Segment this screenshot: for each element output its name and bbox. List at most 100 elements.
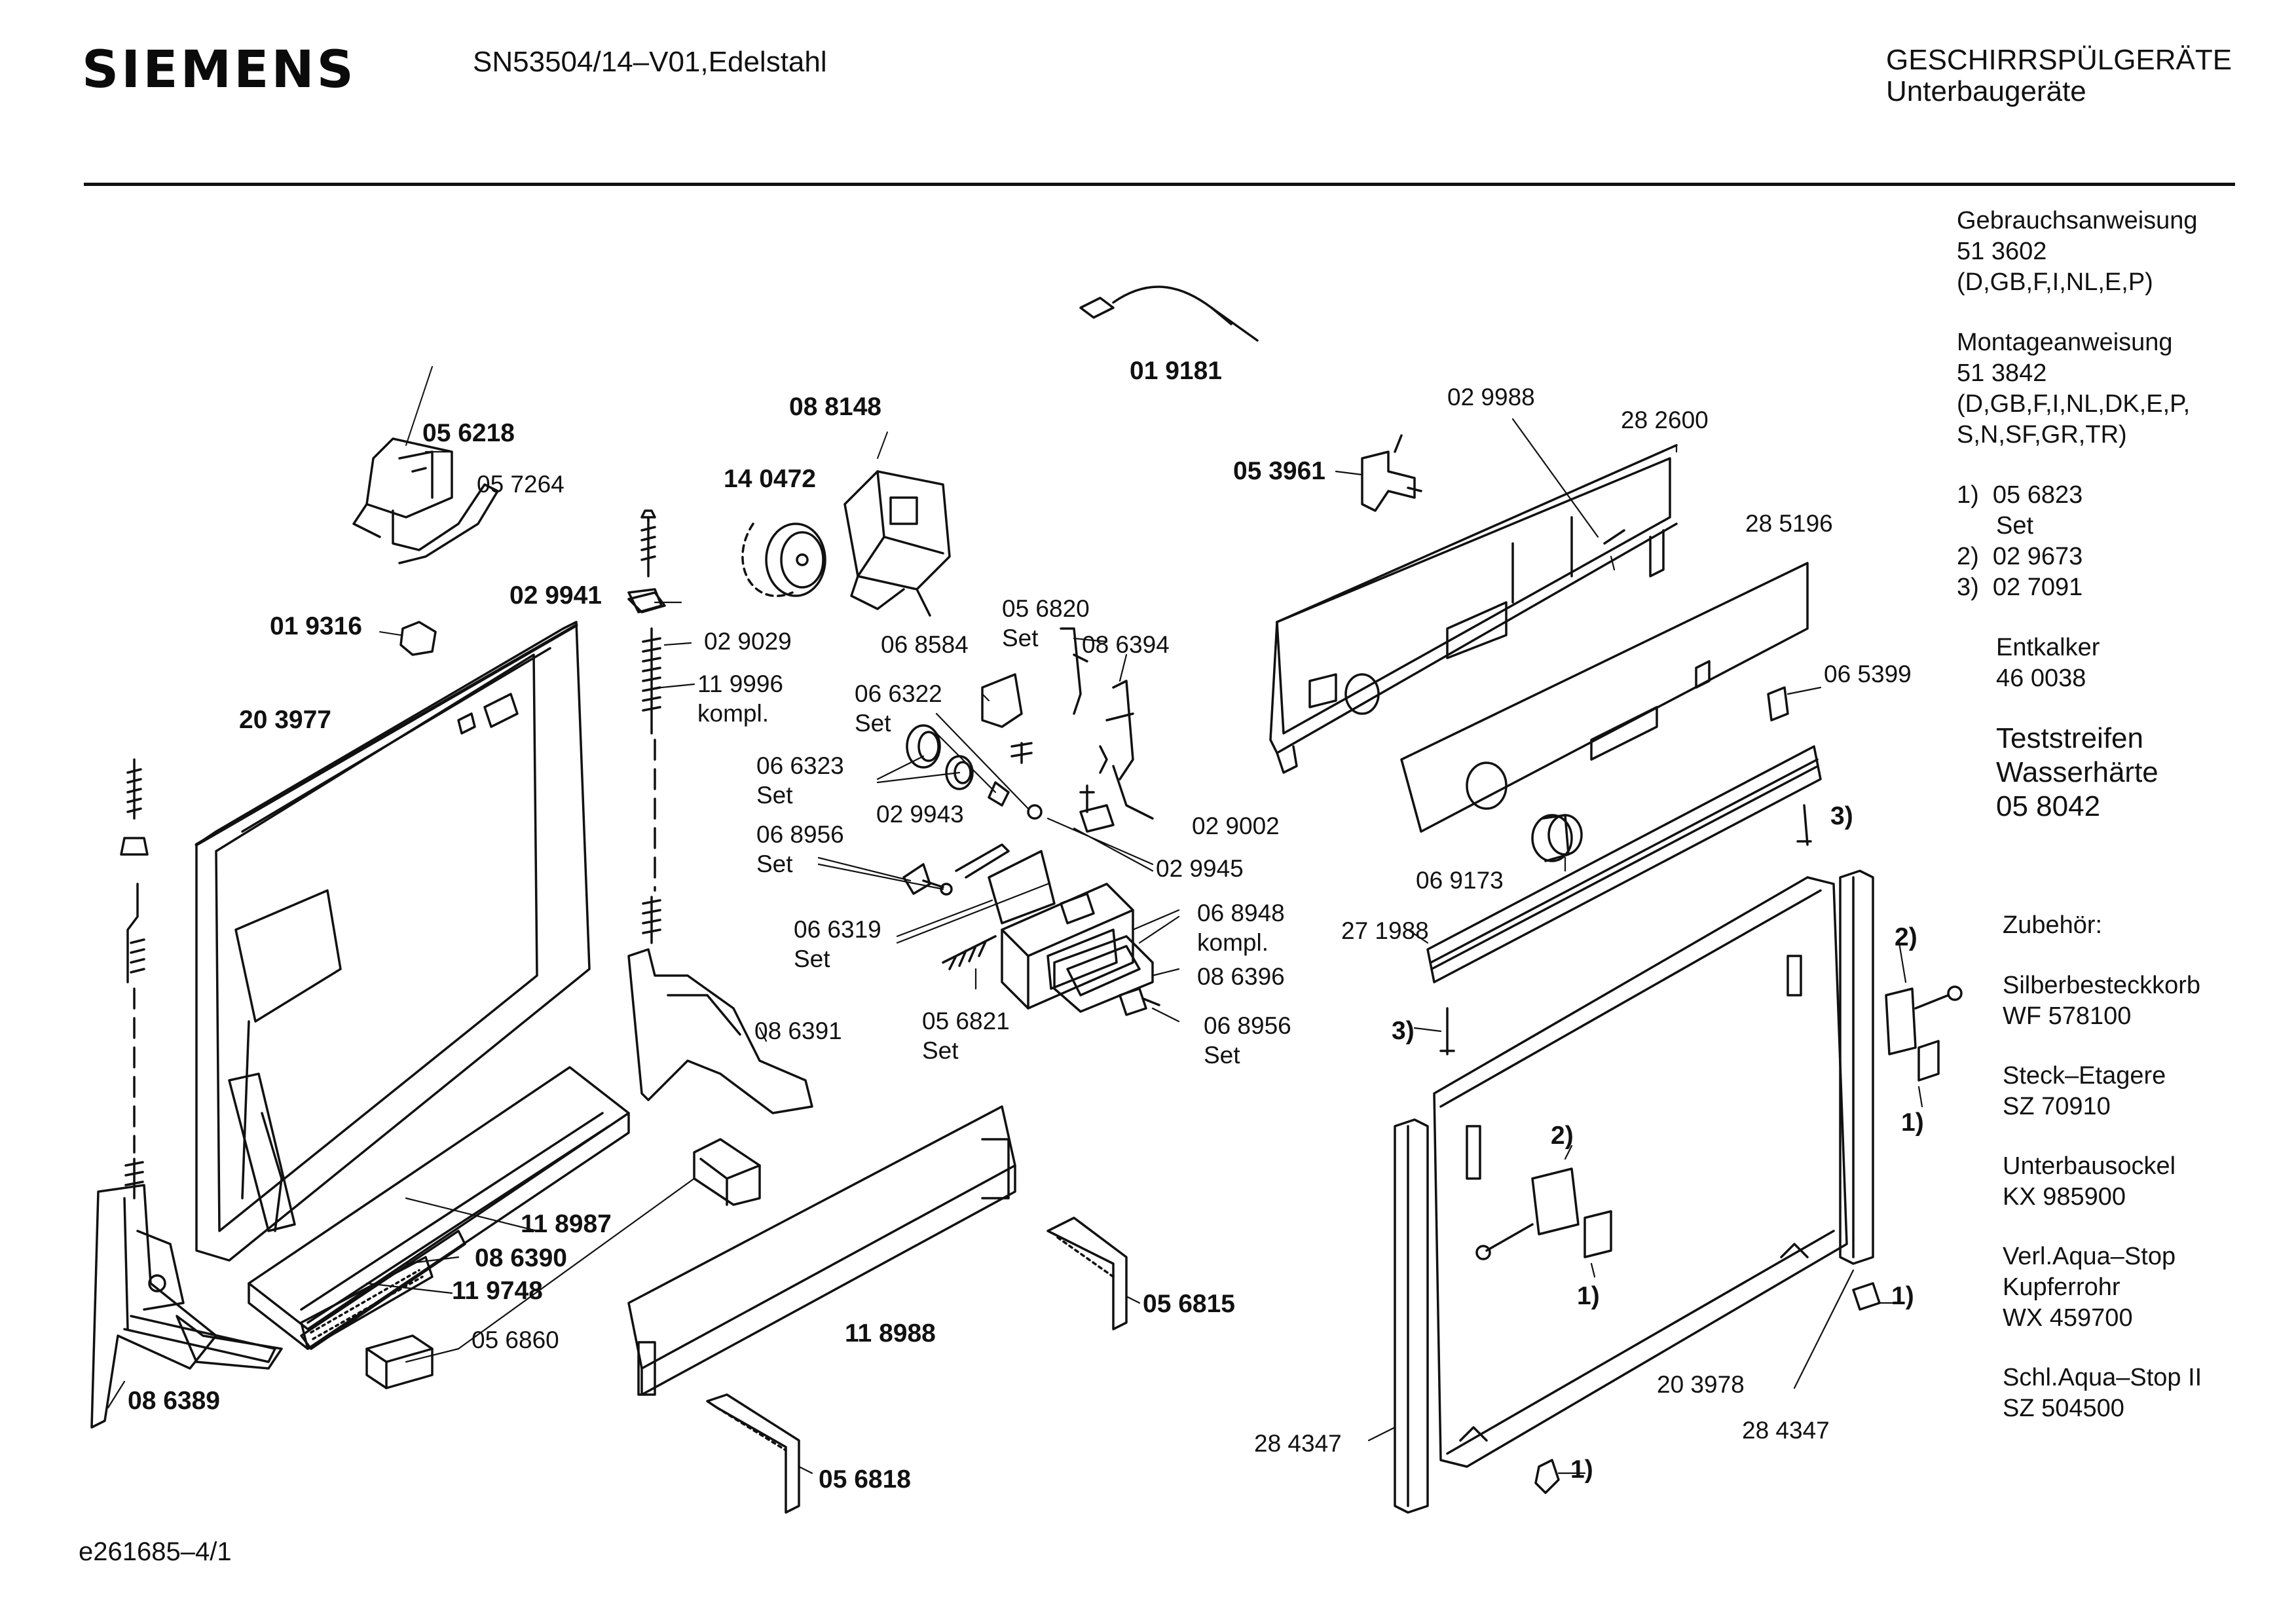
fascia-285196 — [1401, 563, 1807, 832]
knob-069173 — [1532, 815, 1582, 861]
teststreifen-line-3: 05 8042 — [1996, 790, 2101, 822]
gebrauch-number: 51 3602 — [1957, 238, 2047, 265]
accessory-5-code: SZ 504500 — [2003, 1395, 2124, 1422]
cable-019181 — [1081, 287, 1257, 340]
teststreifen-line-1: Teststreifen — [1996, 722, 2143, 754]
inner-door-part — [196, 622, 589, 1260]
accessory-3-code: KX 985900 — [2003, 1183, 2126, 1211]
part-label-203978: 20 3978 — [1657, 1371, 1745, 1398]
part-label-086394: 08 6394 — [1082, 631, 1170, 658]
montage-number: 51 3842 — [1957, 359, 2047, 387]
part-label-set-f: Set — [922, 1037, 959, 1064]
bracket-053961 — [1362, 435, 1421, 511]
part-label-068584: 06 8584 — [881, 631, 969, 658]
note-label-2a: 2) — [1895, 923, 1917, 951]
hinge-left-part — [92, 1185, 275, 1427]
note-label-1b: 1) — [1577, 1282, 1600, 1310]
note-label-3b: 3) — [1392, 1017, 1415, 1045]
note-2: 2) 02 9673 — [1957, 543, 2083, 570]
montage-langs-2: S,N,SF,GR,TR) — [1957, 421, 2127, 449]
part-label-066323: 06 6323 — [756, 752, 844, 779]
part-label-203977: 20 3977 — [239, 706, 331, 734]
part-label-086391: 08 6391 — [754, 1017, 842, 1044]
part-label-086390: 08 6390 — [475, 1244, 567, 1272]
part-label-set-c: Set — [756, 782, 793, 809]
part-label-set-g: Set — [1204, 1042, 1240, 1069]
bottom-rail-part — [249, 1067, 629, 1349]
part-label-057264: 05 7264 — [477, 471, 565, 498]
gebrauch-langs: (D,GB,F,I,NL,E,P) — [1957, 268, 2153, 296]
part-label-282600: 28 2600 — [1621, 407, 1709, 433]
entkalker-number: 46 0038 — [1996, 665, 2086, 692]
accessory-4-name-2: Kupferrohr — [2003, 1273, 2120, 1301]
part-label-119996: 11 9996 — [697, 670, 783, 697]
document-id: e261685–4/1 — [79, 1537, 232, 1566]
note-label-1c: 1) — [1891, 1282, 1914, 1310]
accessory-1-name: Silberbesteckkorb — [2003, 972, 2201, 999]
hinge-set-right — [1886, 987, 1961, 1080]
part-068956b — [1120, 989, 1159, 1015]
button-068956 — [904, 864, 952, 894]
note-label-1d: 1) — [1570, 1456, 1593, 1484]
part-label-set-d: Set — [756, 851, 793, 877]
accessory-2-code: SZ 70910 — [2003, 1093, 2111, 1120]
spring-left-part — [121, 760, 147, 1198]
part-label-118988: 11 8988 — [845, 1319, 936, 1347]
part-label-119748: 11 9748 — [452, 1277, 543, 1305]
note-label-2b: 2) — [1551, 1122, 1574, 1150]
timer-motor-part — [845, 432, 950, 615]
foot-block-part — [367, 1139, 760, 1388]
part-label-118987: 11 8987 — [521, 1210, 612, 1238]
control-panel-282600 — [1270, 445, 1676, 773]
note-3: 3) 02 7091 — [1957, 574, 2083, 601]
latch-part — [354, 367, 498, 563]
teststreifen-line-2: Wasserhärte — [1996, 756, 2158, 788]
clip-065399 — [1768, 687, 1788, 720]
motor-disc-part — [743, 524, 825, 596]
hinge-set-center — [1477, 1169, 1611, 1259]
seal-066319 — [989, 851, 1054, 923]
spring-center-part — [629, 517, 661, 943]
trim-strip-271988 — [1428, 746, 1821, 982]
part-label-068948: 06 8948 — [1197, 900, 1285, 926]
part-label-kompl-b: kompl. — [1197, 929, 1268, 956]
part-label-set-b: Set — [855, 710, 891, 737]
accessory-3-name: Unterbausockel — [2003, 1152, 2176, 1180]
part-label-019316: 01 9316 — [270, 612, 362, 640]
outer-door-203978 — [1434, 877, 1847, 1467]
note-label-3a: 3) — [1830, 802, 1853, 830]
screw-3b — [1441, 1008, 1454, 1054]
part-label-029002: 02 9002 — [1192, 813, 1280, 839]
part-019316 — [380, 622, 435, 655]
leader-lines — [108, 419, 1922, 1473]
part-label-056821: 05 6821 — [922, 1008, 1010, 1035]
part-label-068956b: 06 8956 — [1204, 1012, 1291, 1039]
accessory-1-code: WF 578100 — [2003, 1002, 2132, 1030]
part-label-140472: 14 0472 — [724, 465, 816, 493]
hinge-bracket-part — [629, 949, 812, 1113]
brand-logo: SIEMENS — [82, 41, 356, 100]
part-label-069173: 06 9173 — [1416, 867, 1504, 894]
part-label-088148: 08 8148 — [789, 393, 881, 421]
category-line-2: Unterbaugeräte — [1886, 75, 2086, 107]
front-panel-118988 — [629, 1107, 1015, 1395]
part-label-019181: 01 9181 — [1130, 357, 1222, 385]
montage-title: Montageanweisung — [1957, 329, 2173, 356]
montage-langs-1: (D,GB,F,I,NL,DK,E,P, — [1957, 390, 2191, 418]
part-label-056815: 05 6815 — [1143, 1290, 1235, 1318]
part-label-086396: 08 6396 — [1197, 963, 1285, 990]
gebrauch-title: Gebrauchsanweisung — [1957, 207, 2198, 234]
part-label-kompl-a: kompl. — [697, 700, 769, 727]
accessory-4-name-1: Verl.Aqua–Stop — [2003, 1243, 2176, 1270]
header-divider — [84, 183, 2235, 186]
part-label-284347-right: 28 4347 — [1742, 1417, 1830, 1444]
part-label-066322: 06 6322 — [855, 680, 942, 707]
part-label-029029: 02 9029 — [704, 628, 792, 655]
switch-assembly-part — [982, 629, 1153, 832]
accessory-2-name: Steck–Etagere — [2003, 1062, 2166, 1090]
part-label-set-a: Set — [1002, 625, 1039, 651]
zubehoer-title: Zubehör: — [2003, 911, 2103, 939]
part-label-056818: 05 6818 — [819, 1465, 911, 1493]
model-title: SN53504/14–V01,Edelstahl — [473, 46, 827, 78]
